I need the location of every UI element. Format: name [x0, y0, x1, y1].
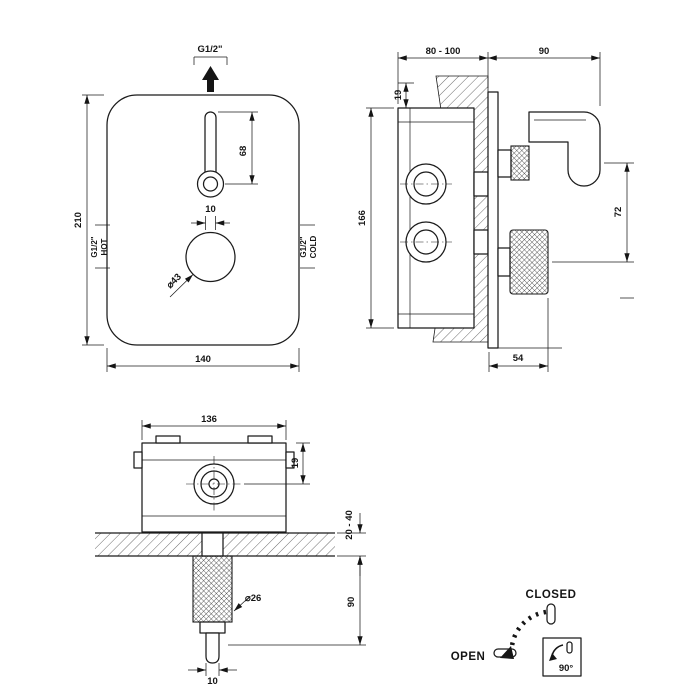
box-arrowhead-icon [549, 653, 557, 661]
dim-top-offset: 19 [393, 82, 414, 108]
dim-plate-width: 140 [106, 348, 300, 372]
body-outline [397, 107, 475, 329]
dim-handle-diameter: ⌀26 [233, 593, 261, 612]
temperature-knob-side [497, 229, 549, 295]
hot-text: HOT [100, 238, 109, 255]
dim-projection: 90 [228, 556, 366, 646]
dim-rough-in-depth-text: 80 - 100 [426, 46, 461, 57]
hot-thread-text: G1/2" [90, 236, 99, 257]
operation-diagram: CLOSED OPEN 90° [451, 589, 582, 677]
lever-handle-side [497, 111, 601, 187]
side-section-view: 80 - 100 90 19 166 72 [357, 46, 634, 372]
box-handle-icon [566, 641, 573, 654]
outlet-thread-label: G1/2" [197, 44, 222, 55]
dim-handle-spacing: 72 [552, 162, 634, 299]
lever-pivot-inner [202, 176, 219, 192]
dim-top-offset-text: 19 [393, 90, 404, 101]
open-handle-icon [493, 648, 517, 658]
knob-handle-bottom [192, 532, 233, 664]
dim-lever-reach: 90 [488, 46, 601, 106]
front-view: G1/2" 68 210 G1/2" HOT G1/2" [73, 44, 318, 372]
lever-body [528, 111, 601, 187]
hot-inlet-label: G1/2" HOT [90, 224, 110, 269]
dim-knob-projection-text: 54 [513, 353, 524, 364]
lever-pivot-outer [196, 170, 225, 198]
open-label: OPEN [451, 651, 486, 663]
handle-neck [199, 621, 226, 634]
inlet-stub-top [473, 171, 489, 197]
finish-plate-side [487, 91, 499, 349]
knob-knurl-body [509, 229, 549, 295]
dim-handle-diameter-text: ⌀26 [245, 593, 261, 604]
dim-projection-text: 90 [346, 597, 357, 608]
rotation-90-box [542, 637, 582, 677]
lever-knurl-band [510, 145, 530, 181]
dim-rough-in-depth: 80 - 100 [397, 46, 489, 104]
built-in-body-side [397, 107, 489, 329]
dim-wall-thickness-text: 20 - 40 [344, 510, 355, 540]
top-view: 136 19 20 - 40 90 ⌀26 [95, 414, 366, 687]
dim-wall-thickness: 20 - 40 [337, 510, 366, 576]
knob-stem [497, 247, 511, 277]
dim-knob-offset-text: 10 [205, 204, 216, 215]
dim-stem-diameter-text: 10 [207, 676, 218, 687]
handle-tip-stem [205, 632, 220, 664]
dim-body-height-text: 166 [357, 210, 368, 226]
box-ear-left [133, 451, 143, 469]
dim-knob-projection: 54 [488, 298, 562, 372]
flow-direction-arrow-icon [202, 66, 219, 92]
cold-thread-text: G1/2" [299, 236, 308, 257]
dim-lever-travel: 68 [218, 111, 258, 185]
rough-in-box-top [133, 435, 295, 533]
wall-plate [106, 94, 300, 346]
outlet-callout: G1/2" [193, 44, 228, 92]
handle-knurl [192, 555, 233, 623]
dim-plate-width-text: 140 [195, 354, 211, 365]
dim-lever-reach-text: 90 [539, 46, 550, 57]
angle-label: 90° [559, 663, 574, 674]
box-tab-right [247, 435, 273, 444]
dim-knob-offset: 10 [191, 204, 230, 230]
dim-body-height: 166 [357, 107, 394, 329]
dim-plate-height-text: 210 [73, 212, 84, 228]
dim-valve-offset-text: 19 [290, 458, 301, 469]
dim-handle-spacing-text: 72 [613, 207, 624, 218]
closed-handle-icon [546, 603, 556, 625]
dim-box-width-text: 136 [201, 414, 217, 425]
cold-text: COLD [309, 235, 318, 258]
rotation-arc-icon [509, 609, 547, 647]
valve-top-mid [200, 470, 228, 498]
box-tab-left [155, 435, 181, 444]
lever-stem [497, 149, 512, 178]
dim-box-width: 136 [141, 414, 287, 440]
dim-stem-diameter: 10 [188, 663, 237, 687]
dim-valve-offset: 19 [244, 442, 310, 485]
dim-lever-travel-text: 68 [238, 146, 249, 157]
cold-inlet-label: G1/2" COLD [299, 224, 318, 269]
handle-wall-stem [201, 532, 224, 557]
closed-label: CLOSED [526, 589, 577, 601]
dim-plate-height: 210 [73, 94, 104, 346]
inlet-stub-bottom [473, 229, 489, 255]
temperature-knob [185, 231, 236, 283]
box-arc-icon [551, 644, 564, 657]
